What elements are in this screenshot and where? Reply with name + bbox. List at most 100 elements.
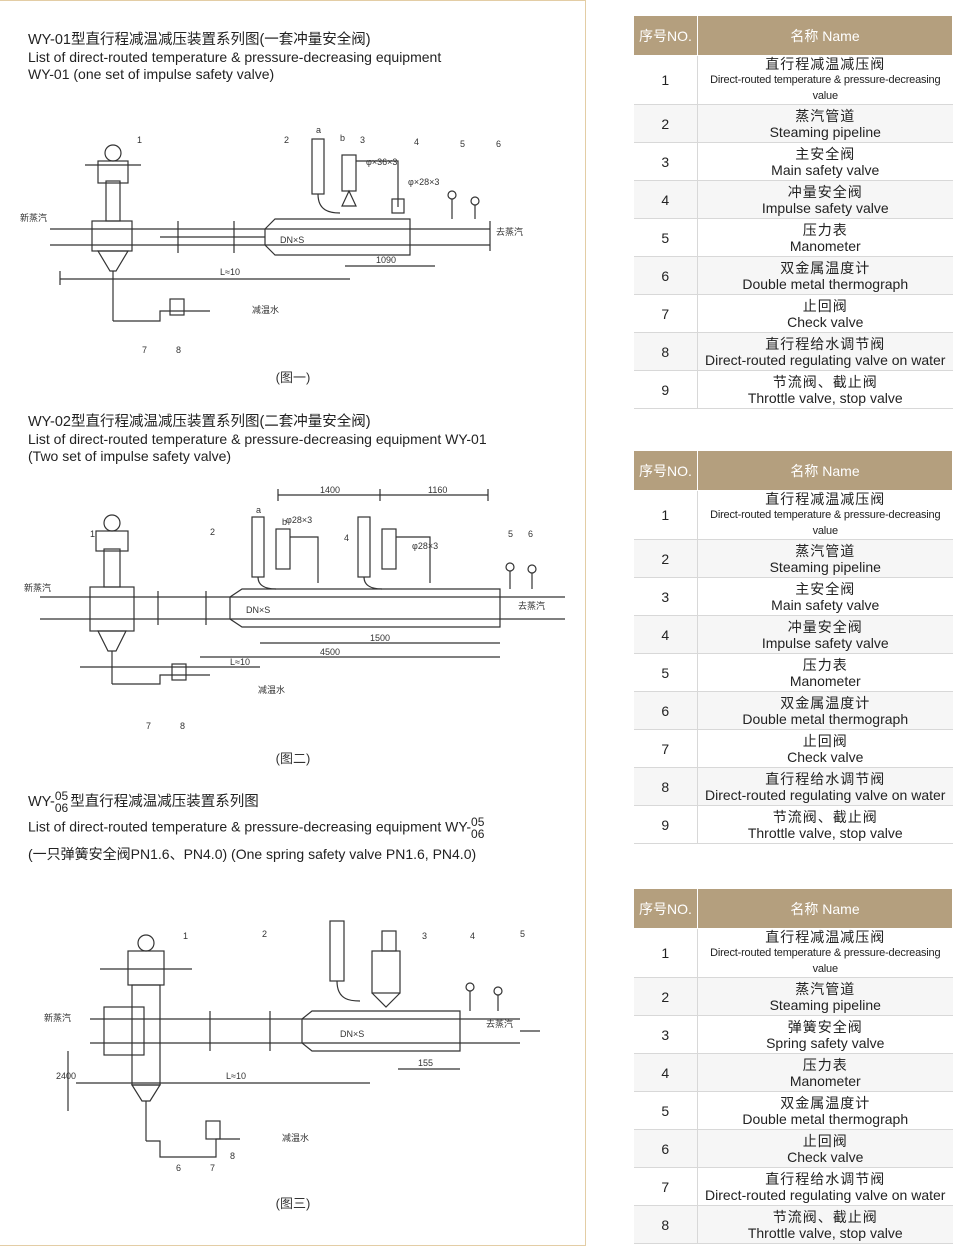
row-number: 8 — [633, 332, 698, 371]
part-name-en: Direct-routed regulating valve on water — [705, 1186, 946, 1203]
section-subtitle-2: WY-01 (one set of impulse safety valve) — [28, 66, 275, 82]
callout-6: 6 — [496, 139, 501, 149]
dim-label: 1400 — [320, 485, 340, 495]
callout-b: b — [282, 517, 287, 527]
callout-6: 6 — [176, 1163, 181, 1173]
dim-label: L≈10 — [226, 1071, 246, 1081]
callout-1: 1 — [183, 931, 188, 941]
dim-label: 1500 — [370, 633, 390, 643]
callout-7: 7 — [146, 721, 151, 731]
part-name-en: Throttle valve, stop valve — [747, 824, 903, 841]
inlet-label: 新蒸汽 — [20, 212, 47, 223]
part-name-en: Double metal thermograph — [742, 710, 909, 727]
row-number: 2 — [633, 539, 698, 578]
dim-label: 155 — [418, 1058, 433, 1068]
row-number: 2 — [633, 104, 698, 143]
row-number: 7 — [633, 729, 698, 768]
water-label: 减温水 — [282, 1132, 309, 1143]
inlet-label: 新蒸汽 — [24, 582, 51, 593]
callout-1: 1 — [137, 135, 142, 145]
part-name-cn: 蒸汽管道 — [795, 980, 856, 997]
callout-4: 4 — [414, 137, 419, 147]
figure-caption: (图二) — [275, 751, 311, 766]
section-subtitle-1: List of direct-routed temperature & pres… — [28, 431, 487, 447]
dim-label: 1090 — [376, 255, 396, 265]
row-number: 8 — [633, 767, 698, 806]
dn-label: DN×S — [246, 605, 270, 615]
callout-a: a — [316, 125, 321, 135]
outlet-label: 去蒸汽 — [496, 226, 523, 237]
part-name-en: Check valve — [787, 748, 864, 765]
pipe-label: φ28×3 — [286, 515, 312, 525]
part-name-en: Manometer — [789, 1072, 861, 1089]
part-name-en: Direct-routed temperature & pressure-dec… — [710, 947, 941, 975]
header-no: 序号NO. — [633, 888, 698, 929]
row-number: 3 — [633, 1015, 698, 1054]
part-name-cn: 直行程减温减压阀 — [765, 929, 886, 945]
part-name-cn: 节流阀、截止阀 — [772, 1208, 878, 1225]
part-name-cn: 压力表 — [802, 656, 848, 673]
part-name-en: Main safety valve — [771, 596, 880, 613]
header-no: 序号NO. — [633, 450, 698, 491]
part-name-cn: 直行程减温减压阀 — [765, 491, 886, 507]
part-name-cn: 双金属温度计 — [780, 694, 871, 711]
row-number: 7 — [633, 1167, 698, 1206]
part-name-cn: 蒸汽管道 — [795, 542, 856, 559]
callout-4: 4 — [470, 931, 475, 941]
row-number: 5 — [633, 653, 698, 692]
section-subtitle-1: List of direct-routed temperature & pres… — [28, 815, 485, 841]
part-name-cn: 蒸汽管道 — [795, 107, 856, 124]
section-title: WY-01型直行程减温减压装置系列图(一套冲量安全阀) — [28, 32, 371, 48]
row-number: 3 — [633, 577, 698, 616]
part-name-en: Double metal thermograph — [742, 275, 909, 292]
part-name-cn: 止回阀 — [802, 297, 848, 314]
row-number: 5 — [633, 218, 698, 257]
part-name-en: Steaming pipeline — [769, 123, 881, 140]
part-name-cn: 止回阀 — [802, 1132, 848, 1149]
part-name-cn: 双金属温度计 — [780, 259, 871, 276]
callout-8: 8 — [176, 345, 181, 355]
part-name-en: Direct-routed temperature & pressure-dec… — [710, 74, 941, 102]
part-name-en: Manometer — [789, 672, 861, 689]
section-subtitle-1: List of direct-routed temperature & pres… — [28, 49, 442, 65]
callout-8: 8 — [180, 721, 185, 731]
diagram-wy02: 新蒸汽 去蒸汽 减温水 DN×S 1400 1160 1500 4500 L≈1… — [24, 485, 565, 731]
inlet-label: 新蒸汽 — [44, 1012, 71, 1023]
row-number: 2 — [633, 977, 698, 1016]
dim-label: 1160 — [428, 485, 447, 495]
callout-6: 6 — [528, 529, 533, 539]
part-name-cn: 冲量安全阀 — [787, 618, 863, 635]
part-name-en: Throttle valve, stop valve — [747, 1224, 903, 1241]
